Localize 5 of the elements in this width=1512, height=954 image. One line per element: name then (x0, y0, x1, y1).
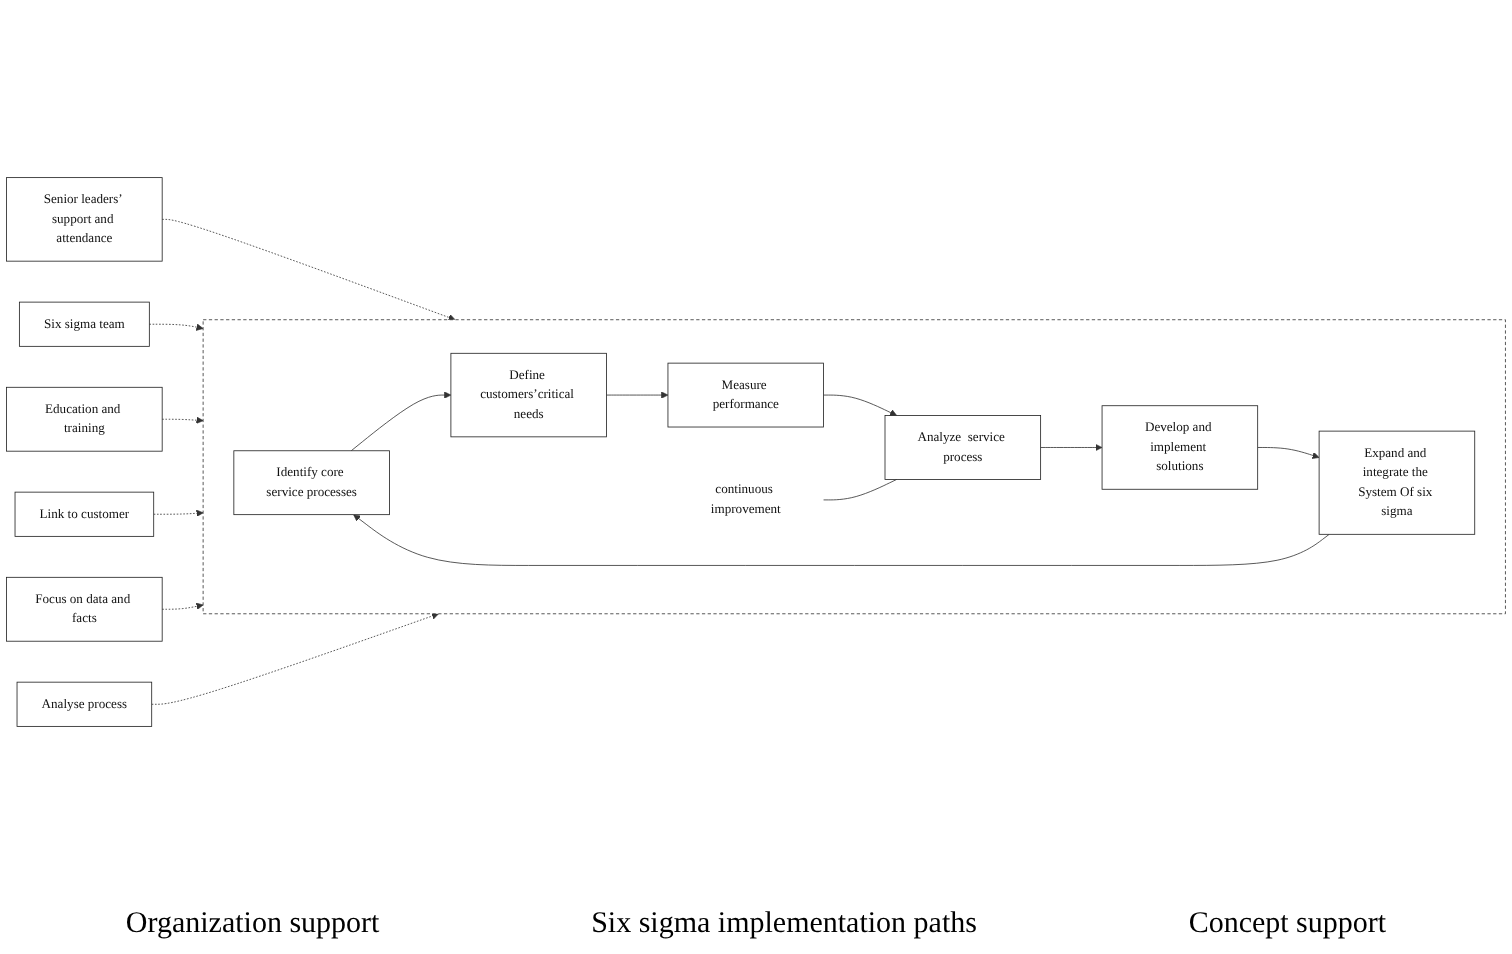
section-label: Organization support (125, 908, 380, 942)
cluster (202, 319, 1506, 615)
connector (823, 479, 898, 501)
section-label: Concept support (1188, 908, 1387, 942)
section-label: Six sigma implementation paths (591, 908, 977, 942)
